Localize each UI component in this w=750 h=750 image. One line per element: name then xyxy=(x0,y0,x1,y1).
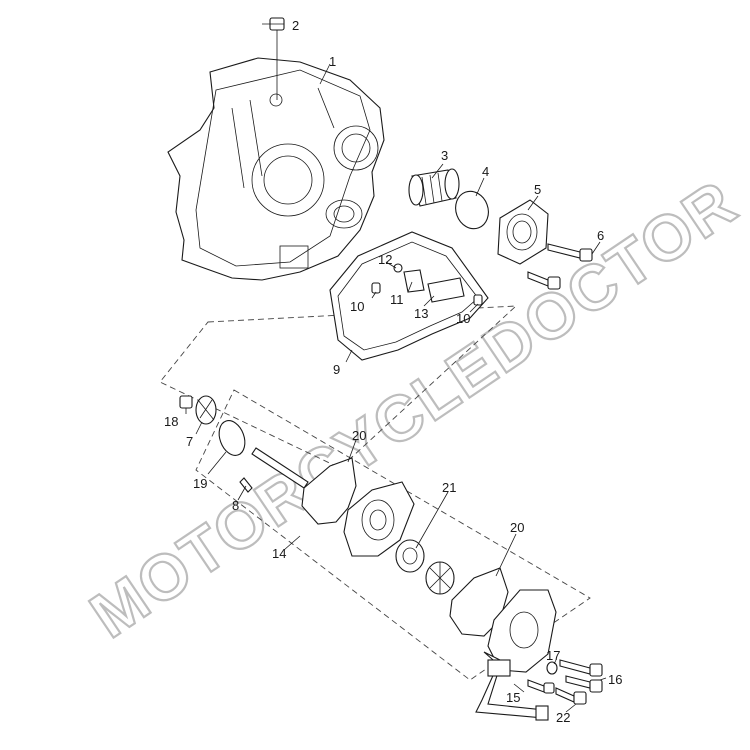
pump-shaft xyxy=(239,447,309,493)
leader-lines xyxy=(185,23,607,713)
callout-3: 3 xyxy=(441,148,448,163)
callout-21: 21 xyxy=(442,480,456,495)
callout-14: 14 xyxy=(272,546,286,561)
callout-18: 18 xyxy=(164,414,178,429)
oil-pump-gear xyxy=(195,395,217,425)
lower-bolts xyxy=(527,679,587,705)
nut xyxy=(179,395,193,409)
cover-bolts xyxy=(527,243,593,290)
callout-7: 7 xyxy=(186,434,193,449)
callout-1: 1 xyxy=(329,54,336,69)
callout-12: 12 xyxy=(378,252,392,267)
callout-20a: 20 xyxy=(352,428,366,443)
callout-11: 11 xyxy=(390,292,404,307)
callout-22: 22 xyxy=(556,710,570,725)
callout-6: 6 xyxy=(597,228,604,243)
callout-19: 19 xyxy=(193,476,207,491)
callout-labels: 1 2 3 4 5 6 12 11 10 13 10 9 18 7 19 8 2… xyxy=(164,18,622,725)
callout-4: 4 xyxy=(482,164,489,179)
impeller xyxy=(425,561,455,595)
o-ring-small xyxy=(218,420,246,456)
filter-cover xyxy=(497,199,549,265)
outlet-pipe xyxy=(475,651,549,721)
callout-17: 17 xyxy=(546,648,560,663)
callout-2: 2 xyxy=(292,18,299,33)
callout-15: 15 xyxy=(506,690,520,705)
o-ring xyxy=(455,190,489,230)
pump-cover-bolts xyxy=(559,659,603,693)
pump-gasket-upper xyxy=(301,457,357,525)
dowel-pins xyxy=(371,263,483,306)
callout-13: 13 xyxy=(414,306,428,321)
crankcase-cover-gasket xyxy=(329,231,489,361)
water-pump-housing xyxy=(343,481,415,557)
callout-20b: 20 xyxy=(510,520,524,535)
water-pump-group-outline xyxy=(195,389,591,681)
oil-filter xyxy=(408,168,460,207)
washer xyxy=(546,661,558,675)
callout-10b: 10 xyxy=(456,311,470,326)
callout-16: 16 xyxy=(608,672,622,687)
callout-10a: 10 xyxy=(350,299,364,314)
pump-cover xyxy=(487,589,557,673)
callout-5: 5 xyxy=(534,182,541,197)
callout-8: 8 xyxy=(232,498,239,513)
crankcase xyxy=(167,57,385,281)
mechanical-seal xyxy=(395,539,425,573)
callout-9: 9 xyxy=(333,362,340,377)
